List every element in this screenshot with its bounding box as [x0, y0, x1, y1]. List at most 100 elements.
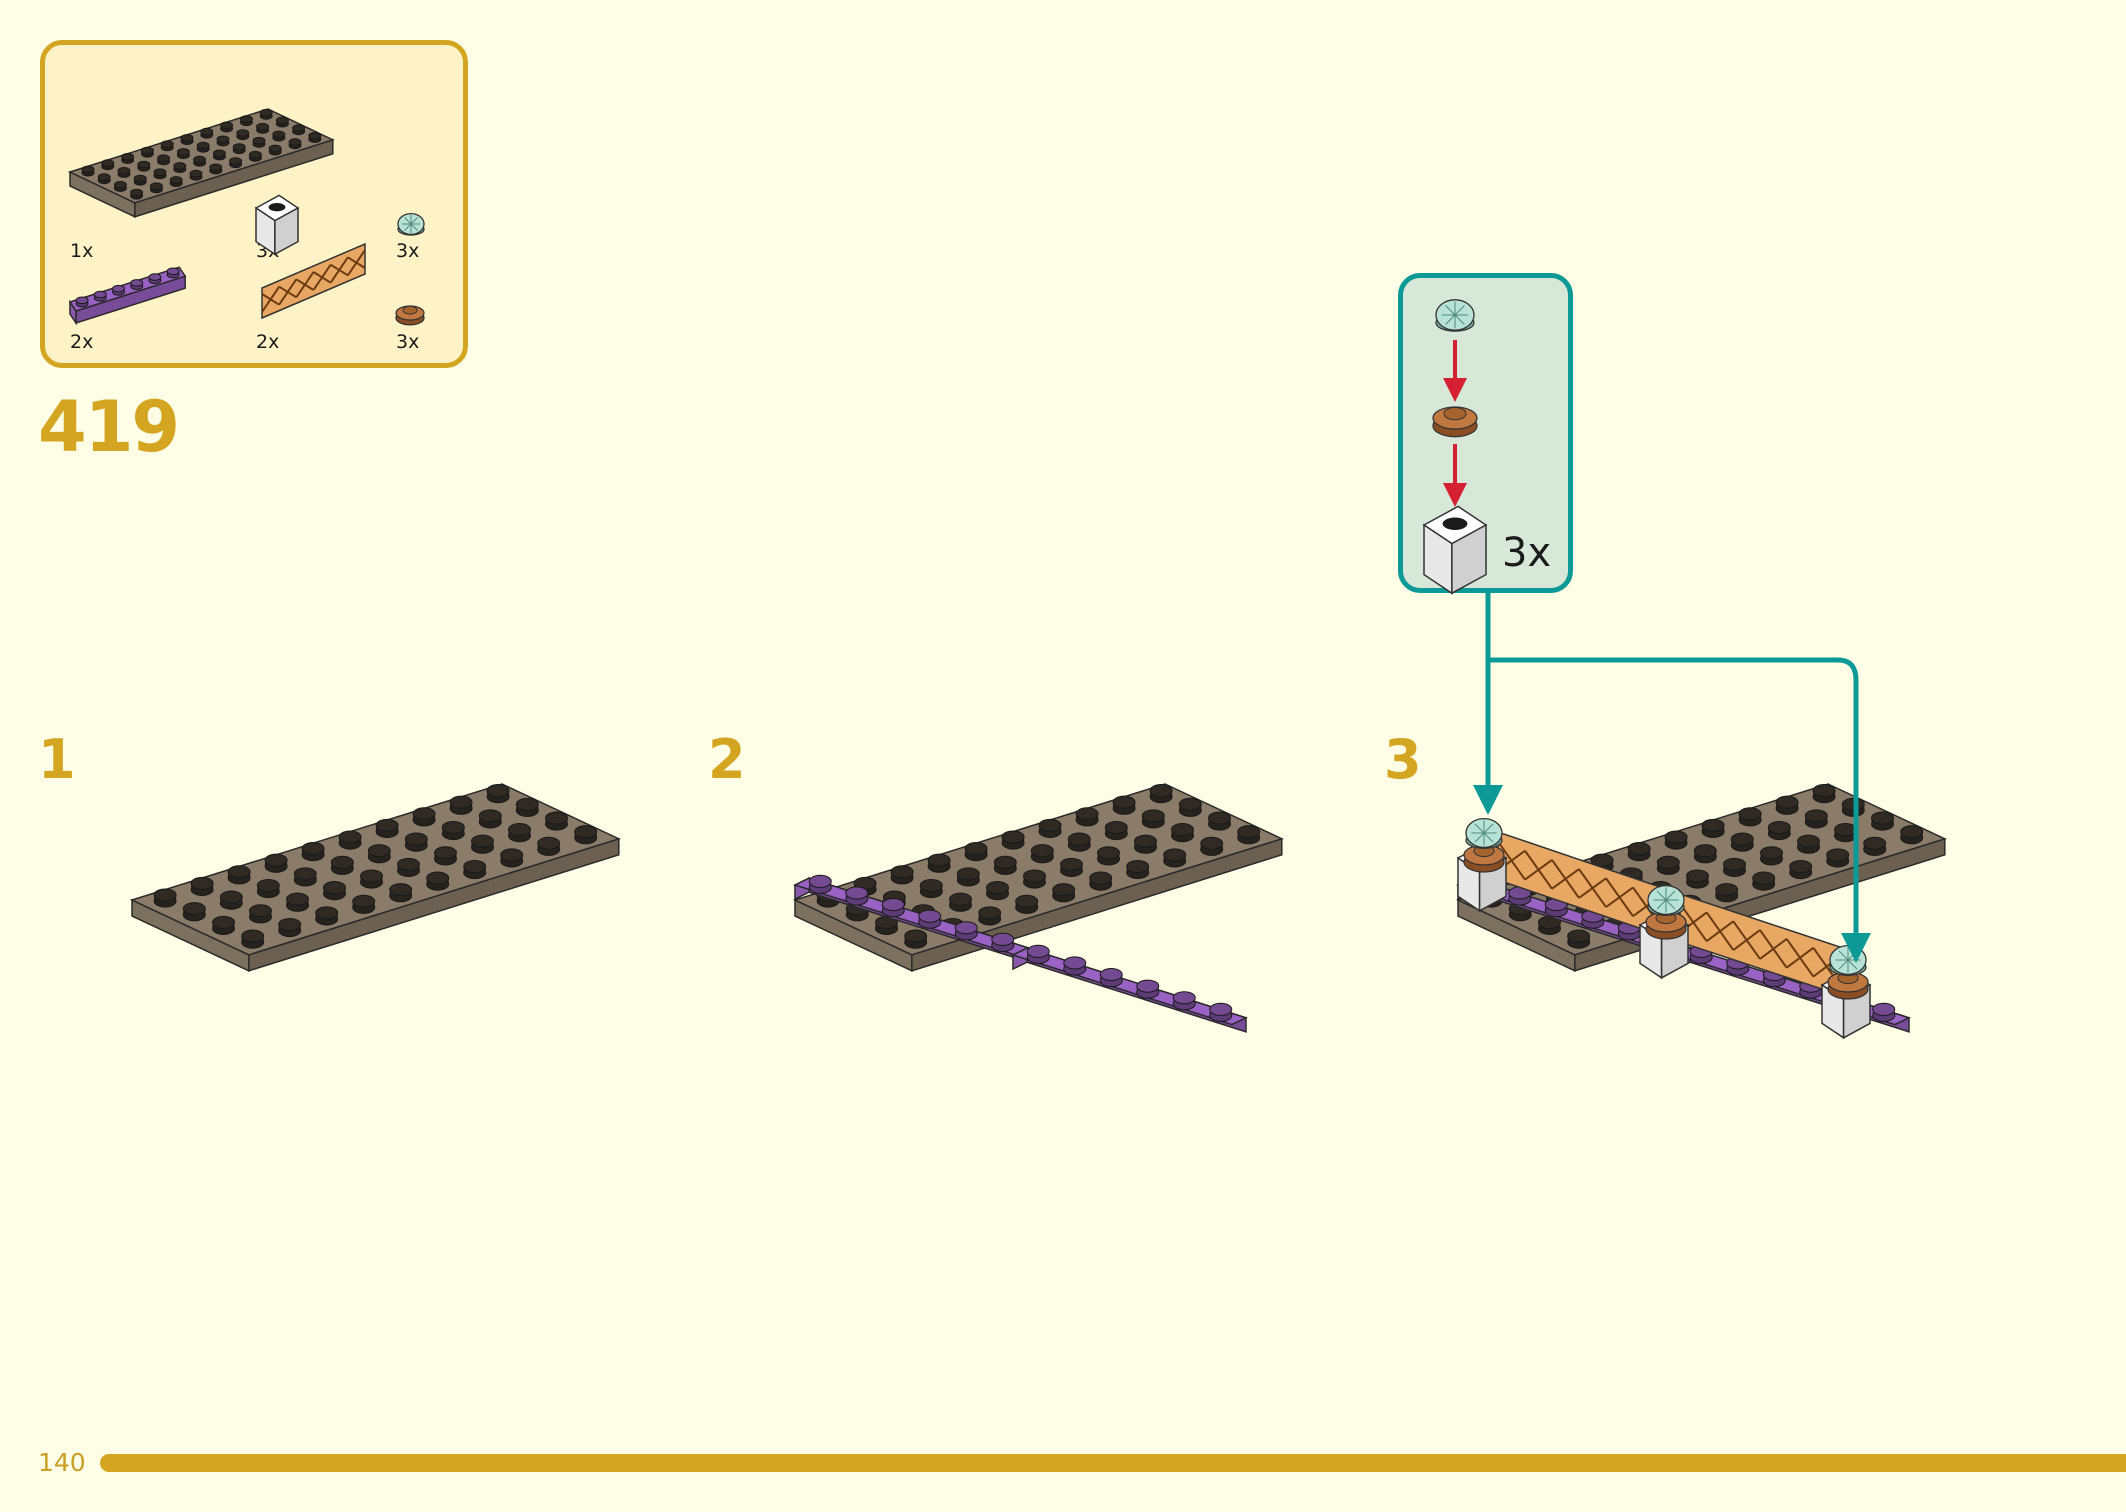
stud — [845, 886, 869, 900]
stud — [219, 890, 243, 904]
stud — [367, 844, 391, 858]
reddish-brown-round-plate — [1645, 911, 1687, 940]
stud — [904, 929, 928, 943]
stud — [1760, 846, 1783, 860]
stud — [256, 122, 270, 131]
dark-tan-plate-6x16 — [129, 783, 621, 972]
stud — [133, 174, 147, 183]
stud — [1767, 820, 1791, 835]
stud — [1030, 844, 1054, 858]
stud — [196, 141, 210, 150]
lavender-plate-1x6 — [792, 874, 1031, 963]
stud — [190, 876, 214, 890]
stud — [1136, 979, 1160, 993]
stud — [1001, 830, 1025, 844]
stud — [1442, 517, 1468, 530]
stud — [248, 150, 262, 159]
stud — [315, 906, 339, 920]
part-qty: 3x — [396, 331, 420, 353]
reddish-brown-round-plate — [1463, 844, 1505, 873]
stud — [149, 182, 163, 190]
stud — [404, 832, 428, 846]
stud — [1015, 894, 1039, 908]
stud — [1134, 834, 1157, 848]
stud — [97, 173, 111, 181]
stud — [1797, 834, 1820, 848]
stud — [956, 867, 980, 881]
stud — [301, 842, 325, 856]
stud — [881, 898, 905, 912]
stud — [449, 795, 473, 809]
stud — [182, 902, 206, 916]
trans-light-blue-gem — [1435, 299, 1475, 332]
stud — [949, 892, 972, 906]
stud — [993, 855, 1017, 869]
stud — [1627, 842, 1651, 856]
stud — [1752, 871, 1776, 885]
stud — [1723, 857, 1746, 871]
stud — [153, 168, 167, 176]
trans-light-blue-gem — [1465, 817, 1503, 849]
stud — [112, 284, 125, 293]
stud — [292, 124, 306, 132]
stud — [212, 915, 235, 929]
stud — [278, 917, 302, 932]
stud — [954, 921, 978, 935]
stud — [272, 130, 286, 139]
stud — [216, 135, 230, 144]
stud — [1715, 883, 1739, 897]
subassembly-qty: 3x — [1502, 530, 1552, 576]
stud — [1804, 809, 1828, 823]
stud — [1104, 820, 1128, 835]
stud — [81, 165, 95, 174]
stud — [1208, 811, 1231, 825]
stud — [308, 132, 322, 140]
stud — [1567, 929, 1591, 943]
stud — [1163, 848, 1187, 862]
stud — [259, 108, 273, 117]
stud — [1172, 991, 1196, 1005]
substep-number: 3 — [1384, 728, 1422, 791]
stud — [241, 929, 265, 943]
stud — [249, 904, 272, 918]
stud — [389, 883, 413, 897]
stud — [1038, 818, 1062, 832]
stud — [160, 140, 174, 148]
stud — [471, 834, 494, 848]
trans-light-blue-gem — [1829, 944, 1867, 976]
stud — [239, 115, 253, 123]
stud — [918, 909, 942, 923]
stud — [293, 867, 317, 881]
white-brick-1x1 — [254, 194, 300, 256]
stud — [1026, 944, 1050, 958]
stud — [1789, 859, 1813, 874]
stud — [574, 825, 598, 839]
substep-number: 2 — [708, 728, 746, 791]
stud — [166, 267, 180, 276]
connector-arrow — [1488, 657, 1871, 963]
stud — [1730, 832, 1754, 846]
stud — [1900, 825, 1924, 839]
stud — [434, 846, 457, 860]
stud — [169, 176, 183, 184]
stud — [173, 162, 187, 170]
stud — [964, 842, 988, 856]
stud — [256, 878, 280, 893]
stud — [1834, 823, 1857, 837]
stud — [808, 874, 832, 888]
stud — [286, 892, 309, 906]
stud — [397, 857, 420, 871]
stud — [1738, 807, 1762, 821]
stud — [113, 181, 127, 189]
stud — [1023, 869, 1046, 883]
stud — [412, 807, 436, 821]
stud — [212, 149, 226, 158]
stud — [1067, 832, 1091, 846]
stud — [1812, 784, 1836, 798]
stud — [130, 279, 144, 287]
stud — [991, 932, 1015, 946]
stud — [426, 871, 450, 885]
stud — [545, 811, 568, 825]
white-brick-1x1 — [1422, 505, 1488, 595]
